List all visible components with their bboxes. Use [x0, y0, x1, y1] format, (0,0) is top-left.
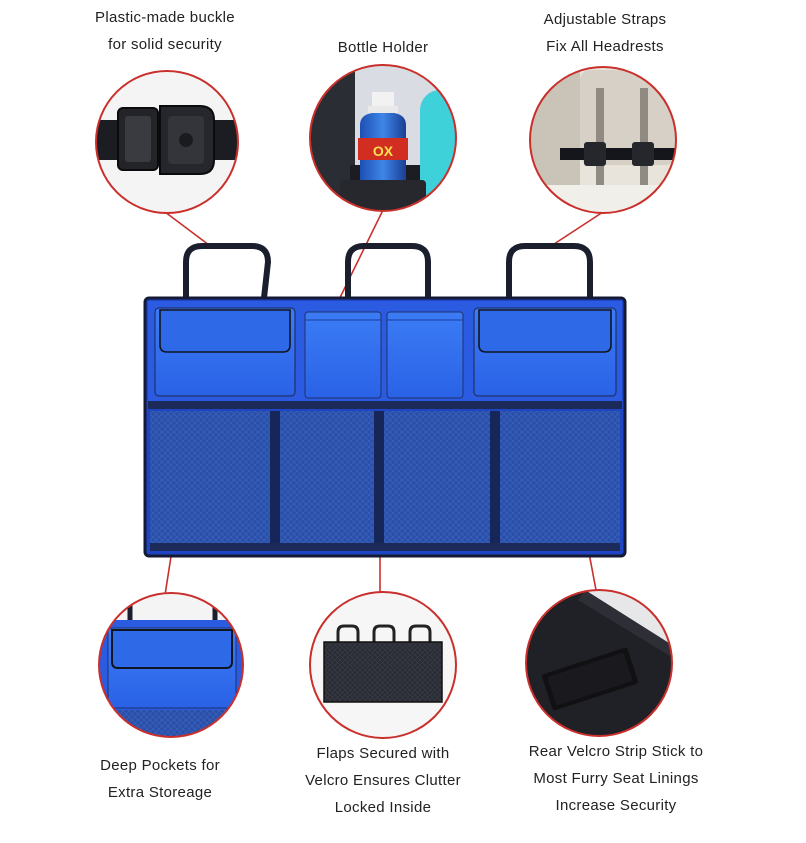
caption-bottle-line-1: Bottle Holder: [337, 39, 429, 56]
organizer-body: [143, 296, 627, 558]
callout-bottle-photo: OX: [309, 64, 457, 212]
callout-pockets-photo: [98, 592, 244, 738]
callout-velcro-photo: [525, 589, 673, 737]
caption-bottle: Bottle Holder: [298, 34, 468, 61]
caption-straps-line-1: Adjustable Straps: [543, 11, 667, 28]
callout-buckle-photo: [95, 70, 239, 214]
bottle-label-text: OX: [373, 143, 394, 159]
callout-flaps-photo: [309, 591, 457, 739]
caption-pockets-line-2: Extra Storeage: [107, 784, 213, 801]
mesh-pockets: [150, 411, 620, 551]
caption-pockets-line-1: Deep Pockets for: [100, 757, 220, 774]
callout-straps-photo: [529, 66, 677, 214]
leader-line-buckle: [164, 211, 214, 249]
leader-line-straps: [547, 211, 604, 249]
top-pocket-right: [473, 307, 617, 397]
caption-velcro-line-2: Most Furry Seat Linings: [533, 770, 699, 787]
caption-buckle: Plastic-made buckle for solid security: [70, 4, 260, 58]
caption-velcro-line-1: Rear Velcro Strip Stick to: [528, 743, 704, 760]
bottle-pocket-right: [386, 311, 464, 399]
top-pocket-left: [154, 307, 296, 397]
caption-velcro-line-3: Increase Security: [555, 797, 677, 814]
caption-flaps: Flaps Secured with Velcro Ensures Clutte…: [283, 740, 483, 821]
bottle-pocket-left: [304, 311, 382, 399]
caption-buckle-line-2: for solid security: [108, 36, 222, 53]
caption-flaps-line-3: Locked Inside: [334, 799, 432, 816]
caption-straps: Adjustable Straps Fix All Headrests: [505, 6, 705, 60]
caption-flaps-line-1: Flaps Secured with: [316, 745, 450, 762]
caption-pockets: Deep Pockets for Extra Storeage: [70, 752, 250, 806]
caption-flaps-line-2: Velcro Ensures Clutter: [305, 772, 461, 789]
caption-straps-line-2: Fix All Headrests: [546, 38, 664, 55]
hanging-straps: [183, 243, 593, 301]
caption-buckle-line-1: Plastic-made buckle: [95, 9, 235, 26]
caption-velcro: Rear Velcro Strip Stick to Most Furry Se…: [500, 738, 732, 819]
